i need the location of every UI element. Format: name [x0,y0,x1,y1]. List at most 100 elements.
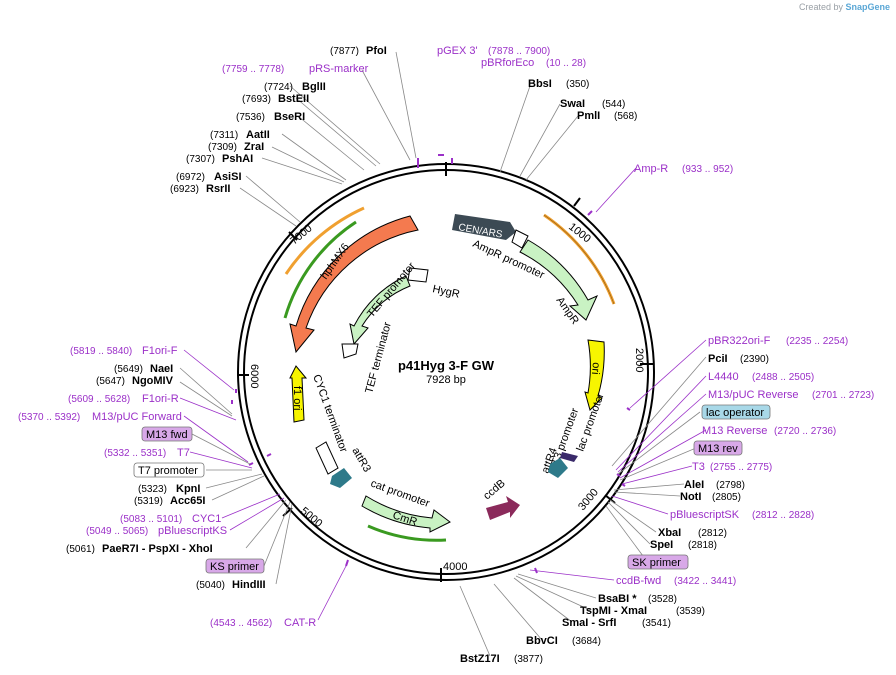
ampr-arrow[interactable] [519,239,599,321]
ccdb-label: ccdB [481,477,507,502]
t3-primer[interactable]: T3 [692,461,705,473]
cyc1-pos: (5083 .. 5101) [120,514,182,525]
ccdb-fwd-pos: (3422 .. 3441) [674,576,736,587]
ori-label: ori [589,362,602,375]
pmli-site[interactable]: PmlI [577,110,600,122]
cyc1-terminator-arrow[interactable] [315,441,339,475]
f1-ori-arrow[interactable] [289,365,308,423]
naei-pos: (5649) [114,364,143,375]
l4440-pos: (2488 .. 2505) [752,372,814,383]
attr3-arrow[interactable] [330,468,352,488]
l4440-primer[interactable]: L4440 [708,371,739,383]
kpni-pos: (5323) [138,484,167,495]
pbr322ori-f-primer[interactable]: pBR322ori-F [708,335,771,347]
ampr-promoter-arrow[interactable] [511,229,529,249]
tspmi-xmai-site[interactable]: TspMI - XmaI [580,605,647,617]
naei-site[interactable]: NaeI [150,363,173,375]
t7-primer[interactable]: T7 [177,447,190,459]
prs-marker-primer[interactable]: pRS-marker [309,63,369,75]
ks-primer-label: KS primer [210,561,259,573]
xbai-site[interactable]: XbaI [658,527,681,539]
primer-marks [231,154,631,574]
cyc1-primer[interactable]: CYC1 [192,513,221,525]
bseri-pos: (7536) [236,112,265,123]
bbsi-site[interactable]: BbsI [528,78,552,90]
ccdb-arrow[interactable] [486,496,520,520]
bsteii-pos: (7693) [242,94,271,105]
lac-operator-box[interactable] [701,404,771,420]
pbluescriptsk-primer[interactable]: pBluescriptSK [670,509,740,521]
attr4-arrow[interactable] [548,458,568,478]
hindiii-pos: (5040) [196,580,225,591]
paer7i-pspxi-xhoi-site[interactable]: PaeR7I - PspXI - XhoI [102,543,213,555]
f1ori-r-primer[interactable]: F1ori-R [142,393,179,405]
spei-site[interactable]: SpeI [650,539,673,551]
t3-pos: (2755 .. 2775) [710,462,772,473]
attr3-label: attR3 [349,446,373,475]
credit-brand: SnapGene [845,2,890,12]
alei-site[interactable]: AleI [684,479,704,491]
t7-pos: (5332 .. 5351) [104,448,166,459]
pgex3-primer[interactable]: pGEX 3' [437,45,478,57]
hphmx6-arrow[interactable] [289,215,419,354]
pcii-site[interactable]: PciI [708,353,728,365]
ori-arrow[interactable] [584,339,605,411]
cen-ars-feature[interactable] [452,214,516,240]
bstz17i-site[interactable]: BstZ17I [460,653,500,665]
amp-r-pos: (933 .. 952) [682,164,733,175]
m13-fwd-box[interactable] [141,426,193,442]
rsrii-pos: (6923) [170,184,199,195]
pbrforeco-primer[interactable]: pBRforEco [481,57,534,69]
asisi-pos: (6972) [176,172,205,183]
cmr-arrow[interactable] [361,495,451,533]
orf-amp-outline [543,214,615,305]
rsrii-site[interactable]: RsrII [206,183,230,195]
paer7i-pos: (5061) [66,544,95,555]
m13-rev-box[interactable] [693,440,743,456]
swai-site[interactable]: SwaI [560,98,585,110]
cat-r-pos: (4543 .. 4562) [210,618,272,629]
m13-reverse-primer[interactable]: M13 Reverse [702,425,767,437]
t7-promoter-box[interactable] [133,462,205,478]
m13puc-rev-pos: (2701 .. 2723) [812,390,874,401]
asisi-site[interactable]: AsiSI [214,171,242,183]
ngomiv-site[interactable]: NgoMIV [132,375,174,387]
tef-terminator-arrow[interactable] [341,343,359,359]
zrai-site[interactable]: ZraI [244,141,264,153]
lac-operator-mark [560,452,578,462]
bsteii-site[interactable]: BstEII [278,93,309,105]
swai-pos: (544) [602,99,625,110]
acc65i-pos: (5319) [134,496,163,507]
hindiii-site[interactable]: HindIII [232,579,266,591]
pbluescriptks-primer[interactable]: pBluescriptKS [158,525,227,537]
pfoi-site[interactable]: PfoI [366,45,387,57]
ks-primer-box[interactable] [205,558,265,574]
bsabi-site[interactable]: BsaBI * [598,593,637,605]
f1ori-f-primer[interactable]: F1ori-F [142,345,178,357]
kpni-site[interactable]: KpnI [176,483,200,495]
smai-srfi-site[interactable]: SmaI - SrfI [562,617,616,629]
ccdb-fwd-primer[interactable]: ccdB-fwd [616,575,661,587]
aatii-pos: (7311) [210,130,238,141]
sk-primer-box[interactable] [627,554,689,570]
amp-r-primer[interactable]: Amp-R [634,163,668,175]
bbvci-site[interactable]: BbvCI [526,635,558,647]
m13puc-fwd-primer[interactable]: M13/pUC Forward [92,411,182,423]
f1-ori-label: f1 ori [291,386,303,410]
bglii-site[interactable]: BglII [302,81,326,93]
tef-promoter-arrow[interactable] [407,267,429,283]
bbsi-pos: (350) [566,79,589,90]
aatii-site[interactable]: AatII [246,129,270,141]
labels-right: pBR322ori-F (2235 .. 2254) PciI (2390) L… [460,335,874,665]
bseri-site[interactable]: BseRI [274,111,305,123]
cat-r-primer[interactable]: CAT-R [284,617,316,629]
pshai-site[interactable]: PshAI [222,153,253,165]
acc65i-site[interactable]: Acc65I [170,495,205,507]
noti-site[interactable]: NotI [680,491,701,503]
m13puc-rev-primer[interactable]: M13/pUC Reverse [708,389,798,401]
lac-operator-label: lac operator [706,407,764,419]
pcii-pos: (2390) [740,354,769,365]
pfoi-pos: (7877) [330,46,359,57]
tick-2000: 2000 [633,348,645,372]
